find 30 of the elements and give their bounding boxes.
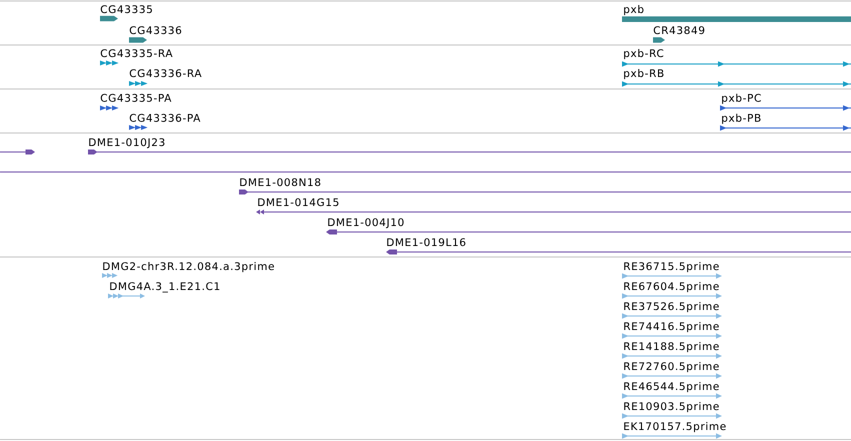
feature-label: CG43335-RA <box>100 49 172 58</box>
feature-label: RE14188.5prime <box>624 342 719 352</box>
feature-label: CG43336-PA <box>130 114 200 122</box>
feature-label: RE72760.5prime <box>624 362 719 372</box>
feature-label: RE37526.5prime <box>624 302 719 312</box>
feature-label: RE10903.5prime <box>624 402 719 412</box>
feature-label: DME1-004J10 <box>328 218 404 228</box>
feature-label: DME1-008N18 <box>240 178 320 186</box>
feature-label: DME1-014G15 <box>258 198 338 206</box>
feature-label: CG43335-PA <box>100 94 172 102</box>
feature-label: pxb-RB <box>624 69 664 80</box>
feature-label: pxb-PC <box>722 94 761 104</box>
feature-label: DMG4A.3_1.E21.C1 <box>110 282 220 292</box>
feature-label: DME1-019L16 <box>387 238 466 246</box>
feature-label: EK170157.5prime <box>624 422 726 432</box>
feature-label: pxb <box>624 5 644 16</box>
feature-label: CG43335 <box>100 5 152 14</box>
feature-label: RE46544.5prime <box>624 382 719 392</box>
feature-label: DME1-010J23 <box>89 138 164 148</box>
feature-label: RE67604.5prime <box>624 282 719 292</box>
feature-label: RE36715.5prime <box>624 262 719 272</box>
feature-label: CG43336-RA <box>130 69 202 78</box>
feature-line <box>0 150 36 154</box>
feature-label: CG43336 <box>130 26 182 34</box>
feature-label: DMG2-chr3R.12.084.a.3prime <box>103 262 274 272</box>
feature-label: pxb-RC <box>624 49 664 60</box>
feature-label: CR43849 <box>654 26 704 34</box>
feature-line <box>0 171 851 173</box>
feature-label: RE74416.5prime <box>624 322 719 332</box>
feature-label: pxb-PB <box>722 114 760 124</box>
